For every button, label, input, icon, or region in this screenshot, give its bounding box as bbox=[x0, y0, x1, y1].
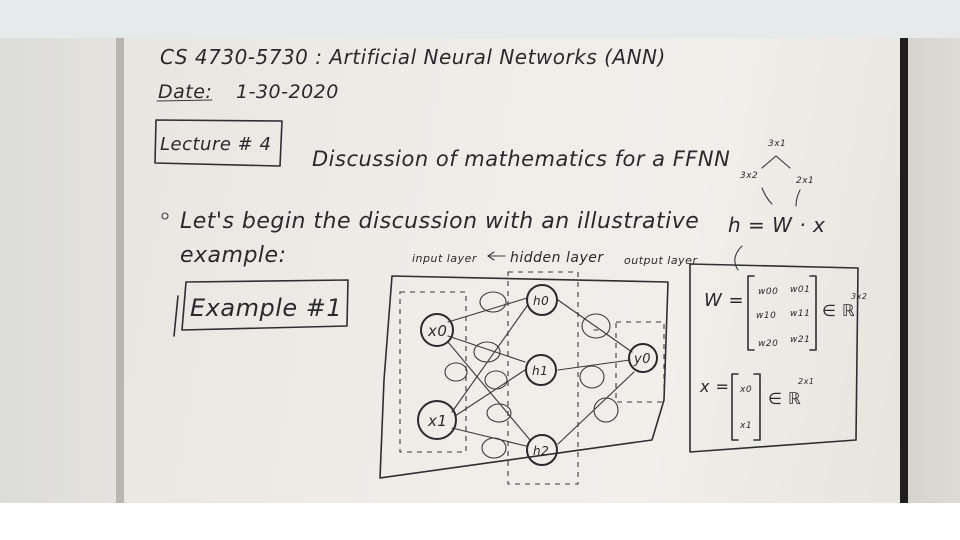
matrix-W-label: W = bbox=[704, 290, 744, 311]
matrix-W-w21: w21 bbox=[790, 335, 810, 345]
svg-text:h0: h0 bbox=[533, 294, 549, 308]
svg-text:h1: h1 bbox=[532, 364, 548, 378]
input-layer-label: input layer bbox=[412, 252, 478, 265]
matrix-W-w01: w01 bbox=[790, 285, 810, 295]
input-layer-box bbox=[399, 291, 467, 453]
ceiling-band bbox=[0, 0, 960, 38]
dims-links bbox=[761, 187, 801, 207]
lecture-box bbox=[154, 119, 283, 167]
lecture-topic: Discussion of mathematics for a FFNN bbox=[312, 147, 730, 171]
neuron-h0: h0 bbox=[526, 284, 558, 316]
matrix-W-w00: w00 bbox=[758, 287, 778, 297]
lecture-number: Lecture # 4 bbox=[160, 134, 271, 155]
matrix-W-left-bracket bbox=[747, 275, 755, 351]
neuron-x0: x0 bbox=[420, 313, 454, 347]
matrix-W-dim: 3x2 bbox=[851, 292, 867, 301]
dims-caret bbox=[761, 155, 791, 169]
bullet-dot bbox=[161, 212, 169, 220]
dims-top: 3x1 bbox=[768, 139, 786, 149]
output-layer-label: output layer bbox=[624, 254, 698, 267]
matrix-W-right-bracket bbox=[809, 275, 817, 351]
example-box bbox=[181, 279, 349, 331]
vector-x-dim: 2x1 bbox=[798, 377, 814, 386]
neuron-y0: y0 bbox=[628, 343, 658, 373]
vector-x-label: x = bbox=[699, 377, 729, 396]
neuron-h2: h2 bbox=[526, 434, 558, 466]
vector-x-x1: x1 bbox=[739, 421, 752, 431]
network-outer-box bbox=[379, 275, 669, 479]
svg-text:x0: x0 bbox=[427, 322, 447, 340]
weight-nodes bbox=[444, 291, 619, 459]
vector-x-left-bracket bbox=[731, 373, 739, 441]
equation: h = W · x bbox=[728, 213, 825, 237]
network-edges bbox=[447, 297, 635, 447]
vector-x-x0: x0 bbox=[739, 385, 752, 395]
neuron-h1: h1 bbox=[525, 354, 557, 386]
equation-brace bbox=[734, 245, 743, 271]
matrix-W-w11: w11 bbox=[790, 309, 810, 319]
svg-text:h2: h2 bbox=[533, 444, 549, 458]
dims-right: 2x1 bbox=[796, 176, 814, 186]
example-box-bracket bbox=[173, 295, 179, 337]
output-layer-box bbox=[615, 321, 665, 403]
whiteboard-edge bbox=[116, 38, 124, 503]
right-wall bbox=[906, 38, 960, 503]
vector-x-right-bracket bbox=[753, 373, 761, 441]
matrix-W-w10: w10 bbox=[756, 311, 776, 321]
whiteboard bbox=[124, 38, 900, 503]
course-title: CS 4730-5730 : Artificial Neural Network… bbox=[160, 45, 666, 69]
hidden-layer-box bbox=[507, 271, 579, 485]
hidden-arrow bbox=[487, 251, 506, 261]
date-underline bbox=[156, 99, 213, 102]
vector-x-space: ∈ ℝ bbox=[768, 389, 801, 408]
left-wall bbox=[0, 38, 120, 503]
example-label: Example #1 bbox=[190, 294, 342, 322]
matrix-W-w20: w20 bbox=[758, 339, 778, 349]
date-value: 1-30-2020 bbox=[236, 81, 339, 103]
floor-band bbox=[0, 503, 960, 540]
bullet-text-line2: example: bbox=[180, 243, 287, 268]
date-label: Date: bbox=[158, 81, 212, 103]
math-box bbox=[689, 263, 859, 453]
matrix-W-space: ∈ ℝ bbox=[822, 301, 855, 320]
bullet-text-line1: Let's begin the discussion with an illus… bbox=[180, 209, 699, 234]
neuron-x1: x1 bbox=[417, 400, 457, 440]
dims-left: 3x2 bbox=[740, 171, 758, 181]
svg-text:y0: y0 bbox=[633, 352, 651, 367]
hidden-layer-label: hidden layer bbox=[510, 250, 604, 266]
svg-text:x1: x1 bbox=[427, 412, 447, 430]
